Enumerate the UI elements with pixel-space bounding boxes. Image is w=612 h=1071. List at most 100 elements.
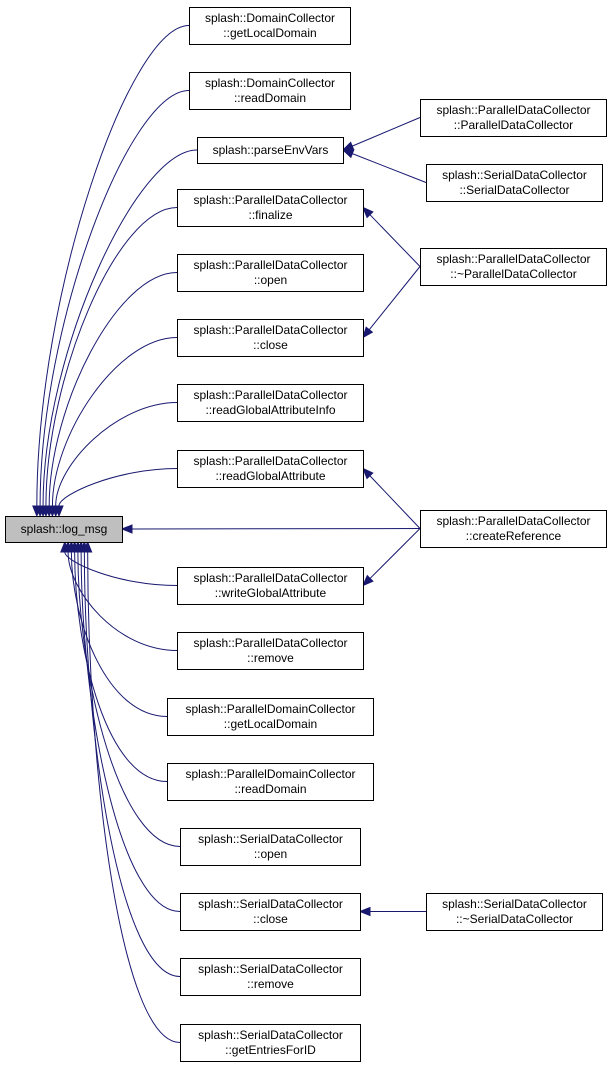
- node-label-line: ::~ParallelDataCollector: [450, 267, 576, 281]
- node-box: [189, 72, 351, 110]
- node-box: [5, 516, 123, 543]
- node-parseenvvars[interactable]: splash::parseEnvVars: [197, 137, 344, 164]
- edge-line: [352, 153, 427, 183]
- edge-line: [48, 272, 178, 507]
- node-box: [189, 7, 351, 45]
- node-sdc-dtor[interactable]: splash::SerialDataCollector::~SerialData…: [426, 893, 603, 931]
- edge-line: [87, 551, 181, 1043]
- node-label-line: ::remove: [247, 977, 294, 991]
- node-box: [180, 893, 361, 931]
- node-pdc-close[interactable]: splash::ParallelDataCollector::close: [177, 319, 364, 357]
- node-sdc-ctor[interactable]: splash::SerialDataCollector::SerialDataC…: [426, 164, 603, 202]
- edge-line: [70, 551, 168, 717]
- node-pdc-readglobalattributeinfo[interactable]: splash::ParallelDataCollector::readGloba…: [177, 384, 364, 422]
- edge-dc-getlocaldomain-to-log-msg: [32, 25, 190, 518]
- arrow-head: [341, 141, 355, 151]
- node-label-line: splash::ParallelDataCollector: [193, 454, 347, 468]
- edge-line: [42, 149, 198, 507]
- node-label-line: ::open: [254, 847, 287, 861]
- node-label-line: splash::SerialDataCollector: [442, 897, 587, 911]
- edge-line: [83, 551, 181, 977]
- node-label-line: splash::SerialDataCollector: [198, 962, 343, 976]
- node-label-line: ::getLocalDomain: [224, 717, 317, 731]
- node-log-msg[interactable]: splash::log_msg: [5, 516, 123, 543]
- node-pdc-createreference[interactable]: splash::ParallelDataCollector::createRef…: [420, 510, 607, 548]
- node-label-line: splash::SerialDataCollector: [198, 897, 343, 911]
- arrow-head: [362, 206, 374, 219]
- node-box: [177, 319, 364, 357]
- edge-line: [352, 117, 421, 147]
- node-box: [177, 632, 364, 670]
- edge-sdc-dtor-to-sdc-close: [358, 906, 426, 917]
- node-label-line: splash::ParallelDomainCollector: [185, 702, 355, 716]
- node-pdc-remove[interactable]: splash::ParallelDataCollector::remove: [177, 632, 364, 670]
- node-label-line: splash::ParallelDataCollector: [193, 193, 347, 207]
- edge-parseenvvars-to-log-msg: [38, 149, 198, 518]
- node-sdc-close[interactable]: splash::SerialDataCollector::close: [180, 893, 361, 931]
- edge-sdc-close-to-log-msg: [76, 540, 181, 912]
- node-dc-readdomain[interactable]: splash::DomainCollector::readDomain: [189, 72, 351, 110]
- node-box: [180, 1024, 361, 1062]
- edge-line: [369, 214, 421, 267]
- node-box: [177, 384, 364, 422]
- edge-pdc-open-to-log-msg: [44, 272, 178, 518]
- node-label-line: splash::parseEnvVars: [213, 143, 329, 157]
- node-label-line: splash::ParallelDataCollector: [193, 258, 347, 272]
- node-pdomc-readdomain[interactable]: splash::ParallelDomainCollector::readDom…: [167, 763, 374, 801]
- node-pdc-readglobalattribute[interactable]: splash::ParallelDataCollector::readGloba…: [177, 450, 364, 488]
- edge-pdc-ctor-to-parseenvvars: [341, 117, 421, 151]
- node-pdomc-getlocaldomain[interactable]: splash::ParallelDomainCollector::getLoca…: [167, 698, 374, 736]
- node-label-line: splash::DomainCollector: [205, 76, 335, 90]
- node-label-line: splash::ParallelDataCollector: [436, 514, 590, 528]
- edge-line: [64, 551, 178, 586]
- node-pdc-writeglobalattribute[interactable]: splash::ParallelDataCollector::writeGlob…: [177, 567, 364, 605]
- arrow-head: [362, 326, 374, 339]
- node-label-line: splash::SerialDataCollector: [198, 832, 343, 846]
- node-label-line: splash::DomainCollector: [205, 11, 335, 25]
- node-label-line: splash::ParallelDataCollector: [436, 252, 590, 266]
- node-pdc-finalize[interactable]: splash::ParallelDataCollector::finalize: [177, 189, 364, 227]
- node-box: [180, 828, 361, 866]
- edge-line: [77, 551, 181, 847]
- node-box: [177, 567, 364, 605]
- node-label-line: ::open: [254, 273, 287, 287]
- node-label-line: ::readGlobalAttributeInfo: [205, 403, 335, 417]
- node-pdc-open[interactable]: splash::ParallelDataCollector::open: [177, 254, 364, 292]
- node-label-line: splash::ParallelDataCollector: [193, 388, 347, 402]
- edge-line: [67, 551, 178, 651]
- node-box: [420, 510, 607, 548]
- edge-line: [58, 468, 178, 507]
- edge-dc-readdomain-to-log-msg: [35, 90, 190, 518]
- call-graph-edges: [32, 25, 427, 1043]
- node-sdc-open[interactable]: splash::SerialDataCollector::open: [180, 828, 361, 866]
- node-label-line: ::readDomain: [234, 91, 306, 105]
- node-pdc-ctor[interactable]: splash::ParallelDataCollector::ParallelD…: [420, 99, 607, 137]
- node-label-line: ::readGlobalAttribute: [215, 469, 325, 483]
- edge-line: [51, 337, 178, 507]
- node-label-line: splash::ParallelDataCollector: [193, 636, 347, 650]
- node-label-line: splash::ParallelDataCollector: [436, 103, 590, 117]
- edge-sdc-open-to-log-msg: [73, 540, 181, 847]
- node-label-line: ::close: [253, 338, 288, 352]
- arrow-head: [358, 906, 371, 917]
- node-dc-getlocaldomain[interactable]: splash::DomainCollector::getLocalDomain: [189, 7, 351, 45]
- arrow-head: [82, 540, 93, 553]
- node-box: [167, 763, 374, 801]
- node-box: [426, 164, 603, 202]
- node-label-line: ::readDomain: [234, 782, 306, 796]
- node-box: [197, 137, 344, 164]
- arrow-head: [362, 574, 374, 587]
- node-label-line: ::getLocalDomain: [223, 26, 316, 40]
- node-label-line: ::SerialDataCollector: [459, 183, 569, 197]
- node-pdc-dtor[interactable]: splash::ParallelDataCollector::~Parallel…: [420, 248, 607, 286]
- node-label-line: splash::ParallelDataCollector: [193, 571, 347, 585]
- node-box: [177, 189, 364, 227]
- node-sdc-getentriesforid[interactable]: splash::SerialDataCollector::getEntriesF…: [180, 1024, 361, 1062]
- node-sdc-remove[interactable]: splash::SerialDataCollector::remove: [180, 958, 361, 996]
- edge-pdc-createreference-to-log-msg: [120, 524, 421, 534]
- edge-pdc-createreference-to-pdc-writeglobalattribute: [362, 528, 421, 587]
- edge-sdc-getentriesforid-to-log-msg: [82, 540, 181, 1043]
- node-label-line: ::close: [253, 912, 288, 926]
- node-label-line: splash::ParallelDomainCollector: [185, 767, 355, 781]
